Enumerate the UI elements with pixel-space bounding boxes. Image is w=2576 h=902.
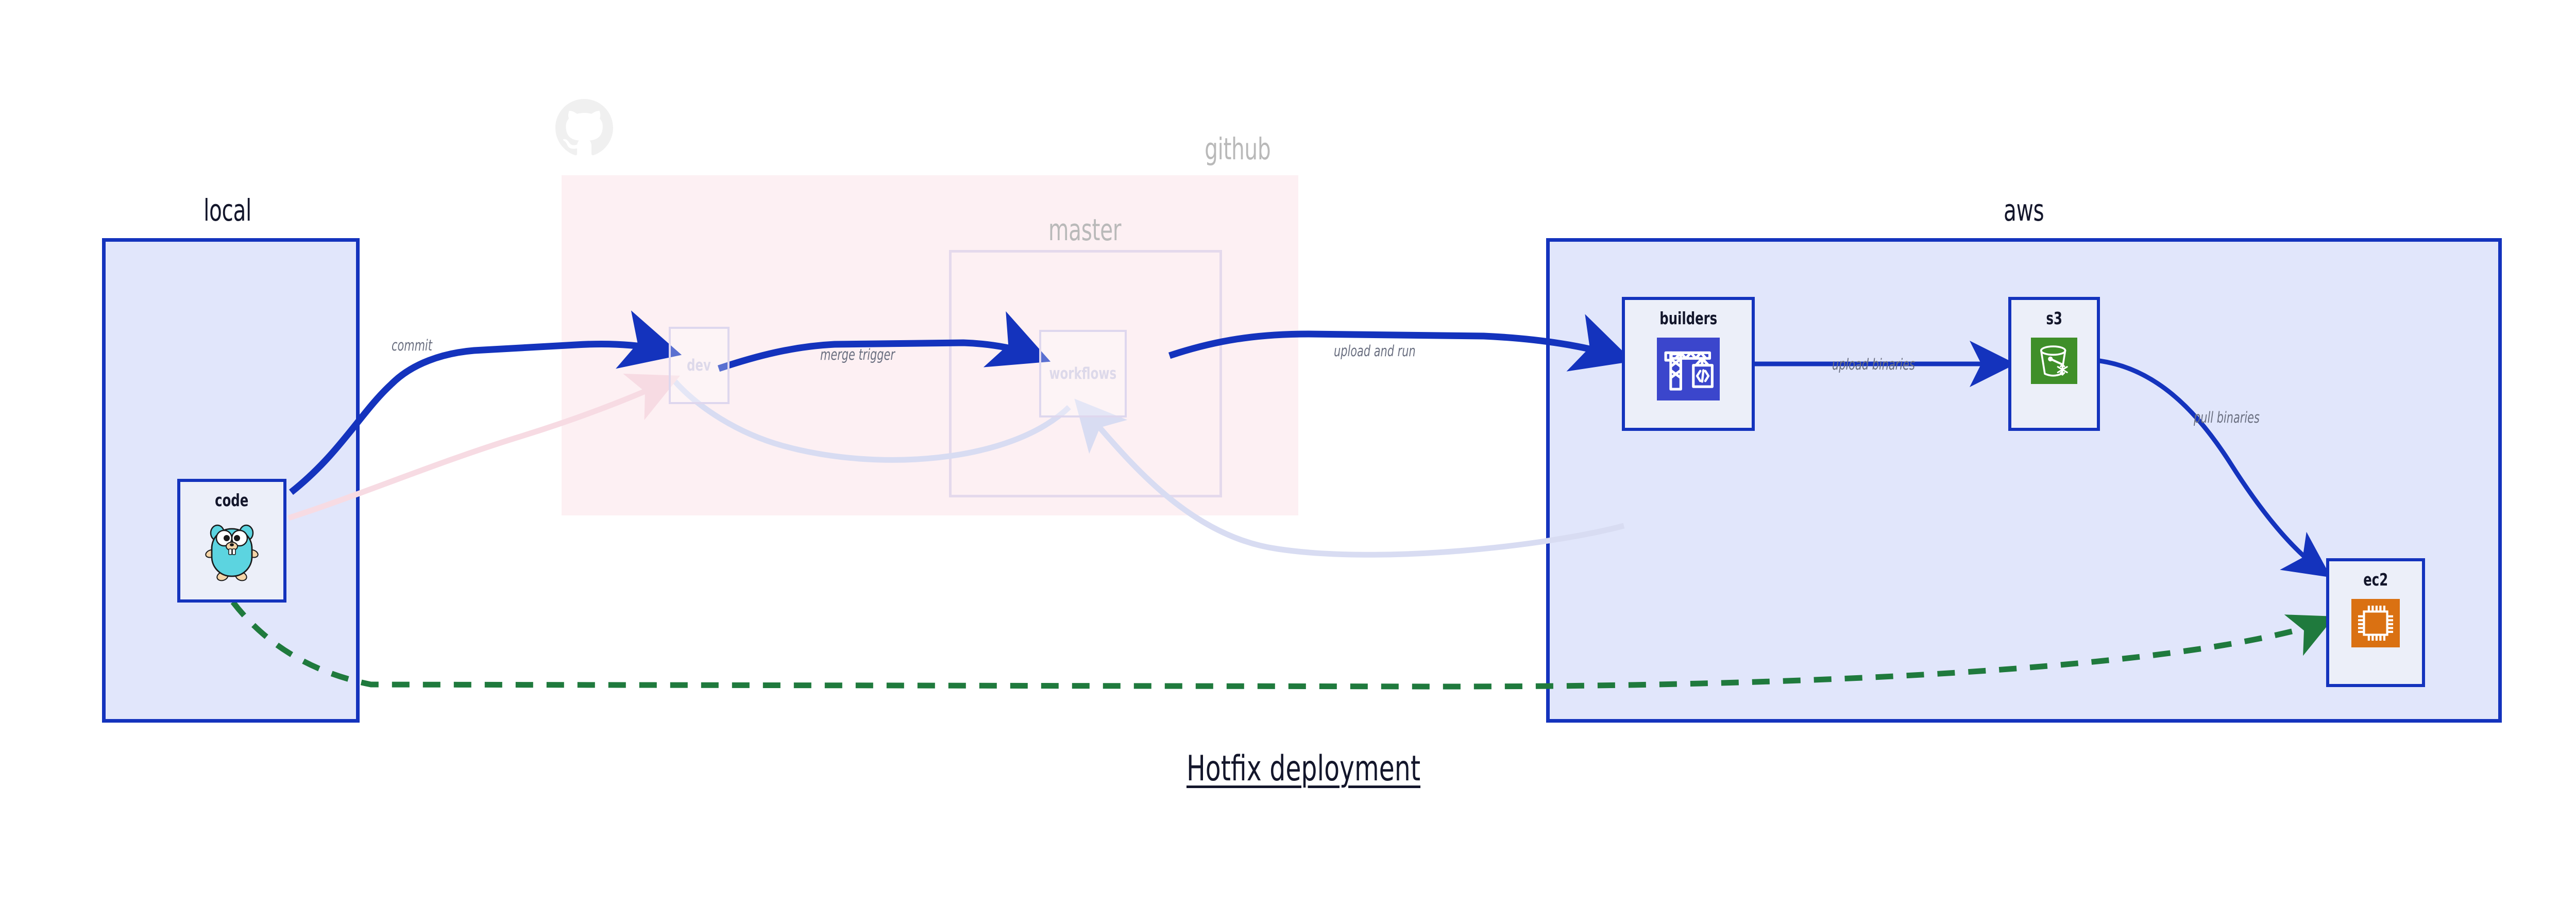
edge-label-merge-trigger: merge trigger: [820, 346, 895, 363]
group-label-aws: aws: [2004, 193, 2044, 228]
node-builders[interactable]: builders: [1622, 297, 1755, 431]
node-label-builders: builders: [1659, 308, 1717, 328]
group-label-local: local: [204, 193, 251, 228]
node-label-s3: s3: [2046, 308, 2062, 328]
node-label-workflows: workflows: [1049, 364, 1117, 383]
bucket-icon: [2031, 338, 2077, 386]
edge-label-commit: commit: [392, 337, 432, 354]
crane-icon: [1657, 338, 1720, 403]
node-label-code: code: [215, 490, 249, 510]
node-s3[interactable]: s3: [2008, 297, 2100, 431]
github-octocat-icon: [555, 99, 613, 157]
page-title: Hotfix deployment: [1186, 748, 1421, 789]
node-code[interactable]: code: [177, 479, 286, 603]
group-label-github: github: [1205, 131, 1271, 166]
cpu-chip-icon: [2351, 599, 2400, 649]
node-label-dev: dev: [687, 356, 711, 375]
group-label-master: master: [1048, 212, 1122, 247]
gopher-icon: [203, 520, 261, 583]
node-dev[interactable]: dev: [669, 327, 730, 404]
node-label-ec2: ec2: [2363, 570, 2388, 590]
edge-label-upload-and-run: upload and run: [1334, 342, 1416, 360]
edge-label-upload-binaries: upload binaries: [1832, 356, 1915, 373]
node-ec2[interactable]: ec2: [2326, 558, 2425, 687]
node-workflows[interactable]: workflows: [1039, 330, 1127, 417]
edge-label-pull-binaries: pull binaries: [2194, 409, 2260, 426]
